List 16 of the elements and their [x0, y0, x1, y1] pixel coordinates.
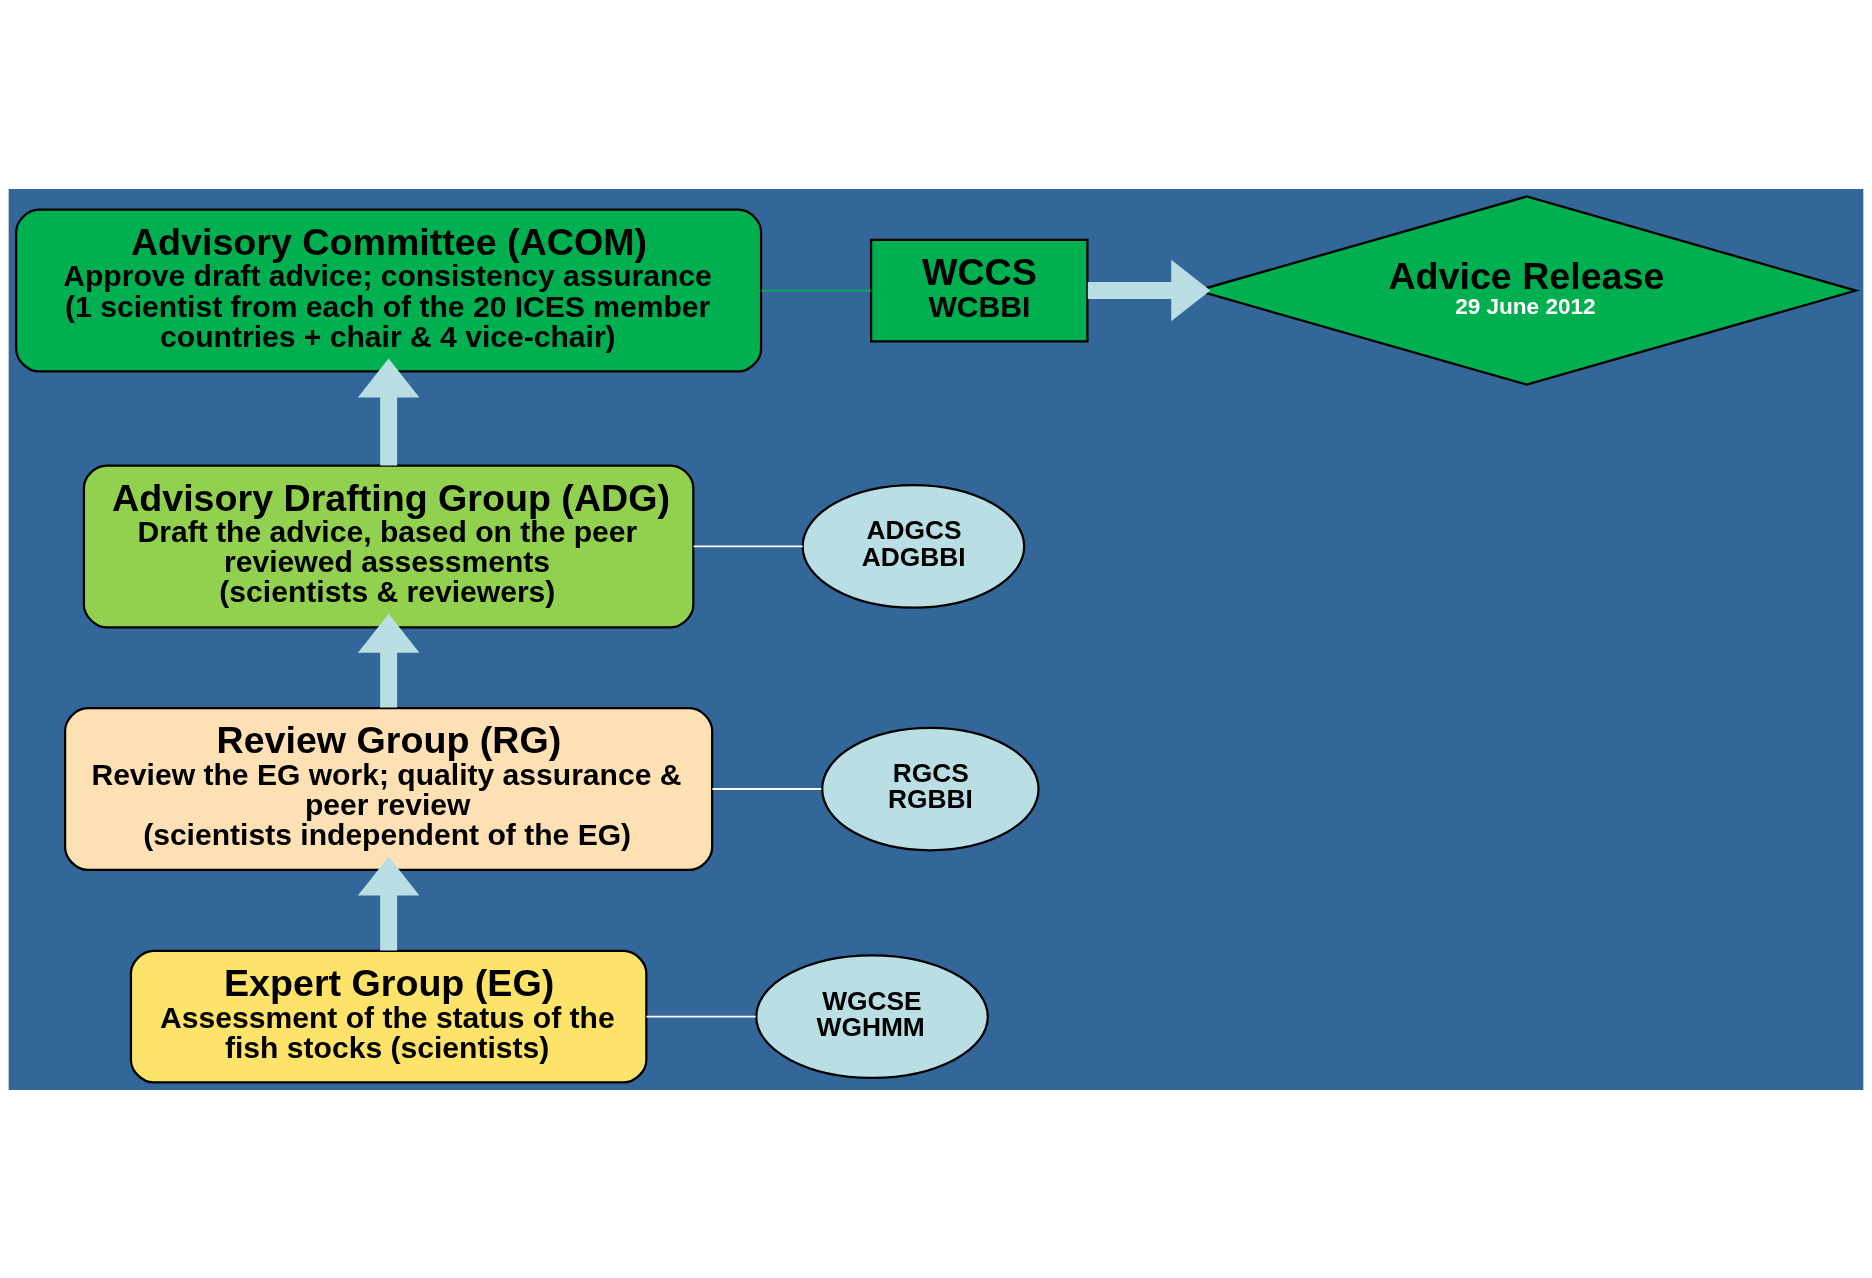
node-box: Review Group (RG) Review the EG work; quality assurance & peer review (scientists independent of the EG): [63, 706, 714, 871]
arrow: [357, 613, 420, 708]
connector: [711, 787, 823, 790]
node-box: Advisory Committee (ACOM) Approve draft advice; consistency assurance (1 scientist from each of the 20 ICES member countries + chair & 4 vice-chair): [15, 208, 763, 373]
connector: [645, 1015, 757, 1018]
node-box: Expert Group (EG) Assessment of the status of the fish stocks (scientists): [129, 949, 648, 1084]
node-box: Advisory Drafting Group (ADG) Draft the advice, based on the peer reviewed assessments (scientists & reviewers): [82, 463, 695, 628]
arrow: [1087, 259, 1211, 321]
node-ellipse: ADGCS ADGBBI: [801, 483, 1026, 609]
node-ellipse: WGCSE WGHMM: [755, 953, 989, 1079]
node-box: WCCS WCBBI: [870, 238, 1089, 342]
node-ellipse: RGCS RGBBI: [821, 726, 1040, 851]
arrow: [357, 357, 420, 465]
connector: [760, 289, 873, 291]
arrow: [357, 856, 420, 951]
connector: [692, 544, 804, 547]
